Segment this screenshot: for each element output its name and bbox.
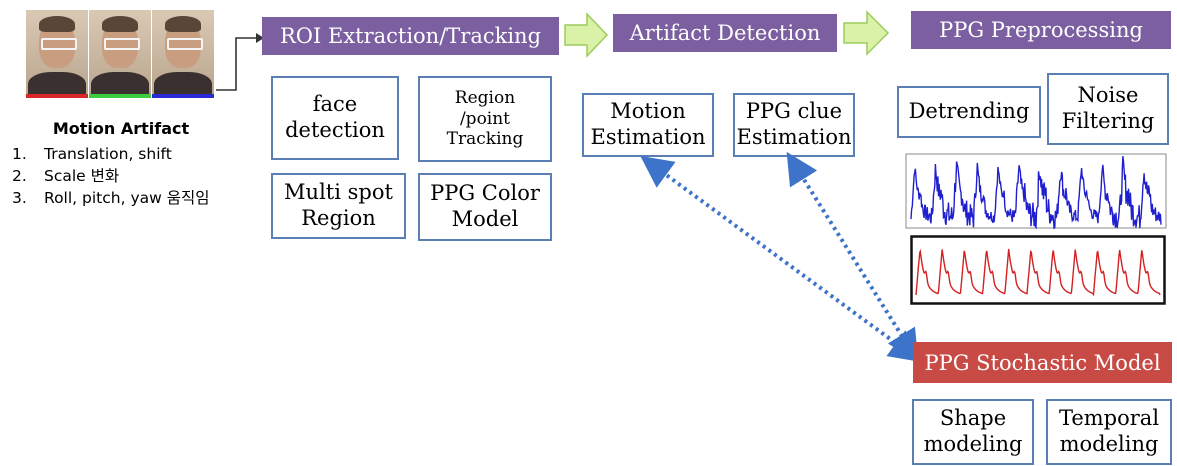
red-ppg-signal-plot: [910, 235, 1166, 305]
chevron-arrow-icon: [564, 12, 609, 58]
detrending-box: Detrending: [897, 86, 1041, 138]
photo-to-roi-connector: [216, 33, 264, 91]
ppg-color-model-box: PPG Color Model: [418, 173, 552, 241]
blue-ppg-signal-plot: [905, 153, 1167, 229]
dotted-arrow-motion: [640, 155, 922, 363]
blue-signal-line: [910, 156, 1162, 229]
noise-filtering-box: Noise Filtering: [1047, 73, 1169, 145]
roi-extraction-header: ROI Extraction/Tracking: [262, 17, 559, 55]
artifact-detection-header: Artifact Detection: [613, 14, 837, 52]
face-photo-red: [26, 10, 88, 98]
face-photo-green: [89, 10, 151, 98]
region-tracking-box: Region /point Tracking: [418, 76, 552, 162]
shape-modeling-box: Shape modeling: [912, 399, 1034, 465]
ppg-preprocessing-header: PPG Preprocessing: [911, 11, 1171, 49]
motion-artifact-title: Motion Artifact: [52, 119, 190, 138]
motion-artifact-list: 1.Translation, shift 2.Scale 변화 3.Roll, …: [12, 143, 262, 209]
list-item: 1.Translation, shift: [12, 145, 172, 163]
ppg-stochastic-model-header: PPG Stochastic Model: [913, 342, 1172, 383]
red-signal-line: [915, 248, 1161, 297]
motion-estimation-box: Motion Estimation: [582, 93, 714, 157]
ppg-clue-estimation-box: PPG clue Estimation: [733, 93, 855, 157]
dotted-arrow-clue: [786, 151, 919, 363]
multi-spot-region-box: Multi spot Region: [271, 173, 406, 239]
face-photo-blue: [152, 10, 214, 98]
list-item: 3.Roll, pitch, yaw 움직임: [12, 189, 210, 207]
chevron-arrow-icon: [843, 10, 890, 56]
temporal-modeling-box: Temporal modeling: [1046, 399, 1172, 465]
face-detection-box: face detection: [271, 76, 399, 160]
list-item: 2.Scale 변화: [12, 167, 120, 185]
